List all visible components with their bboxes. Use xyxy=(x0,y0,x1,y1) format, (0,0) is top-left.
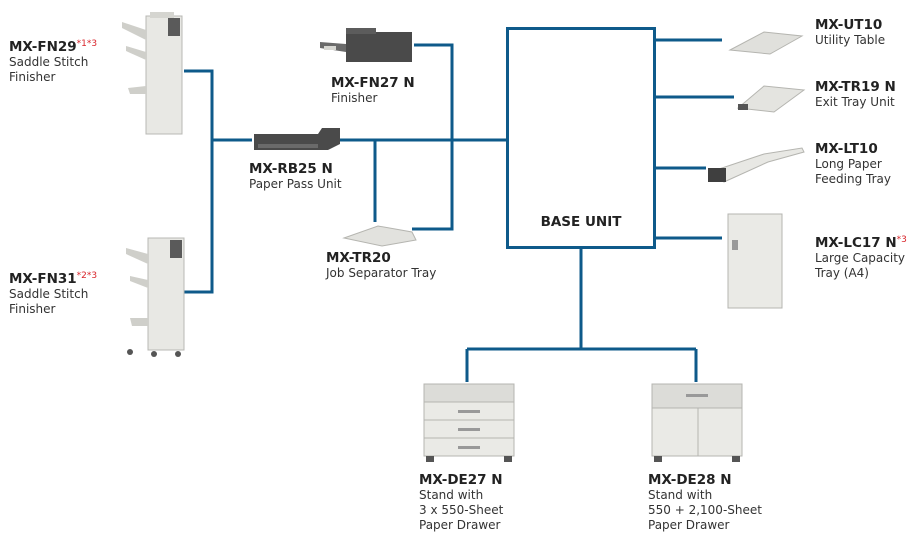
option-desc: Finisher xyxy=(9,302,56,316)
option-desc: Long Paper xyxy=(815,157,882,171)
option-desc: 3 x 550-Sheet xyxy=(419,503,504,517)
option-desc: Saddle Stitch xyxy=(9,287,89,301)
option-name: MX-LT10 xyxy=(815,141,878,157)
finisher-fn27-image xyxy=(320,28,412,62)
utility-table-image xyxy=(728,31,804,55)
option-name: MX-TR19 N xyxy=(815,79,896,95)
option-desc: Paper Pass Unit xyxy=(249,177,342,191)
option-desc: Saddle Stitch xyxy=(9,55,89,69)
option-desc: Paper Drawer xyxy=(419,518,501,532)
option-name: MX-RB25 N xyxy=(249,161,333,177)
saddle-finisher-fn29-image xyxy=(122,12,183,135)
option-desc: Tray (A4) xyxy=(815,266,869,280)
base-unit-box: BASE UNIT xyxy=(506,27,656,249)
option-desc: Finisher xyxy=(331,91,378,105)
option-note: *3 xyxy=(896,235,907,245)
option-name: MX-DE28 N xyxy=(648,472,732,488)
option-name: MX-LC17 N xyxy=(815,235,897,251)
label-mx-fn27: MX-FN27 N Finisher xyxy=(331,76,415,106)
option-desc: Job Separator Tray xyxy=(326,266,437,280)
label-mx-de27: MX-DE27 N Stand with 3 x 550-Sheet Paper… xyxy=(419,473,503,533)
paper-pass-unit-image xyxy=(254,128,340,150)
base-unit-title: BASE UNIT xyxy=(540,214,622,230)
option-desc: Utility Table xyxy=(815,33,886,47)
option-name: MX-FN29 xyxy=(9,39,77,55)
option-desc: Stand with xyxy=(419,488,484,502)
label-mx-fn29: MX-FN29*1*3 Saddle Stitch Finisher xyxy=(9,40,97,85)
label-mx-ut10: MX-UT10 Utility Table xyxy=(815,18,885,48)
connector-fn29 xyxy=(184,69,214,140)
connector-fn27 xyxy=(412,43,454,231)
label-mx-fn31: MX-FN31*2*3 Saddle Stitch Finisher xyxy=(9,272,97,317)
stand-de28-image xyxy=(651,383,743,462)
long-paper-feeding-tray-image xyxy=(708,147,805,183)
label-mx-lc17: MX-LC17 N*3 Large Capacity Tray (A4) xyxy=(815,236,907,281)
label-mx-de28: MX-DE28 N Stand with 550 + 2,100-Sheet P… xyxy=(648,473,762,533)
label-mx-tr20: MX-TR20 Job Separator Tray xyxy=(326,251,436,281)
saddle-finisher-fn31-image xyxy=(126,237,185,357)
option-desc: Large Capacity xyxy=(815,251,906,265)
large-capacity-tray-image xyxy=(727,213,783,309)
option-note: *1*3 xyxy=(76,39,98,49)
label-mx-tr19: MX-TR19 N Exit Tray Unit xyxy=(815,80,896,110)
stand-de27-image xyxy=(423,383,515,462)
option-note: *2*3 xyxy=(76,271,98,281)
exit-tray-unit-image xyxy=(736,85,806,113)
option-name: MX-UT10 xyxy=(815,17,883,33)
option-desc: Exit Tray Unit xyxy=(815,95,895,109)
label-mx-lt10: MX-LT10 Long Paper Feeding Tray xyxy=(815,142,891,187)
option-desc: Feeding Tray xyxy=(815,172,891,186)
option-name: MX-FN27 N xyxy=(331,75,415,91)
option-desc: Finisher xyxy=(9,70,56,84)
connector-fn31 xyxy=(184,140,214,294)
option-name: MX-FN31 xyxy=(9,271,77,287)
option-name: MX-TR20 xyxy=(326,250,391,266)
option-desc: 550 + 2,100-Sheet xyxy=(648,503,762,517)
option-desc: Stand with xyxy=(648,488,713,502)
label-mx-rb25: MX-RB25 N Paper Pass Unit xyxy=(249,162,342,192)
job-separator-tray-image xyxy=(342,225,417,247)
option-desc: Paper Drawer xyxy=(648,518,730,532)
option-name: MX-DE27 N xyxy=(419,472,503,488)
